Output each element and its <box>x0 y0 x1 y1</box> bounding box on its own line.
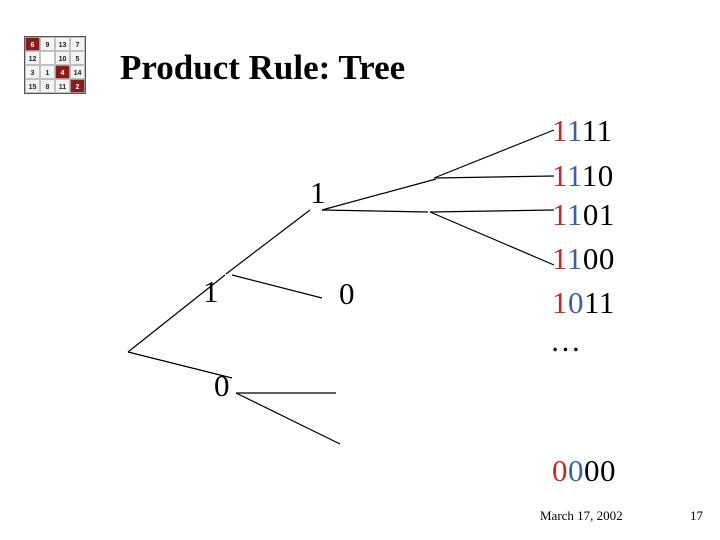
logo-tile-number: 9 <box>46 42 50 49</box>
leaf-label: 1011 <box>552 287 615 318</box>
logo-tile-number: 8 <box>46 84 50 91</box>
leaf-ellipsis: … <box>550 323 581 358</box>
leaf-prefix: 1 <box>552 113 567 148</box>
slide-title: Product Rule: Tree <box>120 48 406 87</box>
logo-tile <box>70 65 85 79</box>
leaf-prefix: 1 <box>552 197 567 232</box>
leaf-prefix: 1 <box>552 285 568 320</box>
logo-tile-number: 10 <box>59 56 67 63</box>
slide-number: 17 <box>690 508 703 523</box>
logo-tile <box>40 51 55 65</box>
tree-edge <box>127 274 226 353</box>
leaf-label: 1101 <box>552 199 615 230</box>
logo-tile-number: 2 <box>76 84 80 91</box>
leaf-rest: 11 <box>581 113 613 148</box>
logo-tile-number: 13 <box>59 42 67 49</box>
tree-node: 1 <box>310 175 326 210</box>
leaf-prefix: 1 <box>552 158 567 193</box>
leaf-rest: 10 <box>581 158 614 193</box>
tree-edge <box>321 209 429 213</box>
leaf-middle: 0 <box>568 453 584 488</box>
leaf-middle: 1 <box>566 113 582 148</box>
logo-tile-number: 4 <box>61 70 65 77</box>
leaf-middle: 1 <box>566 158 582 193</box>
leaf-label: 1100 <box>552 243 615 274</box>
logo-tile <box>70 79 85 93</box>
logo-tile <box>55 37 70 51</box>
logo-tile-number: 3 <box>31 70 35 77</box>
logo-tile <box>55 79 70 93</box>
logo-tile <box>55 51 70 65</box>
logo-tile-number: 7 <box>76 42 80 49</box>
logo-tile-number: 14 <box>74 70 82 77</box>
tree-edge <box>321 178 437 211</box>
tree-node: 0 <box>214 368 230 403</box>
tree-node: 1 <box>203 274 219 309</box>
leaf-rest: 00 <box>582 241 615 276</box>
logo-tile <box>40 79 55 93</box>
logo-tile <box>70 51 85 65</box>
tree-edge <box>235 392 341 445</box>
leaf-rest: 11 <box>584 285 615 320</box>
tree-edge <box>225 209 311 275</box>
logo-tile <box>40 37 55 51</box>
leaf-prefix: 0 <box>552 453 568 488</box>
tree-node: 0 <box>339 276 355 311</box>
tree-edge <box>127 351 233 379</box>
footer-date: March 17, 2002 <box>540 508 623 523</box>
logo-tile <box>25 65 40 79</box>
leaf-label: 1111 <box>552 115 613 146</box>
leaf-middle: 1 <box>566 197 583 232</box>
logo-tile-number: 6 <box>31 42 35 49</box>
logo-tile <box>25 37 40 51</box>
tree-edge <box>435 175 555 179</box>
leaf-label: 1110 <box>552 160 614 191</box>
logo-tile-number: 12 <box>29 56 37 63</box>
leaf-rest: 01 <box>582 197 615 232</box>
logo-tile-number: 11 <box>59 84 67 91</box>
logo-tile <box>55 65 70 79</box>
leaf-middle: 0 <box>568 285 584 320</box>
logo-tile <box>25 51 40 65</box>
leaf-label: 0000 <box>552 455 616 486</box>
leaf-prefix: 1 <box>552 241 567 276</box>
leaf-rest: 00 <box>584 453 616 488</box>
logo-tile-number: 15 <box>29 84 37 91</box>
logo-tile <box>40 65 55 79</box>
leaf-middle: 1 <box>566 241 583 276</box>
logo-tile-number: 5 <box>76 56 80 63</box>
logo-tile <box>70 37 85 51</box>
logo-tile <box>25 79 40 93</box>
tree-edge <box>429 211 555 266</box>
tree-edge <box>231 274 323 299</box>
logo-tile-number: 1 <box>46 70 50 77</box>
tree-edge <box>433 129 555 179</box>
tree-edge <box>429 209 555 213</box>
